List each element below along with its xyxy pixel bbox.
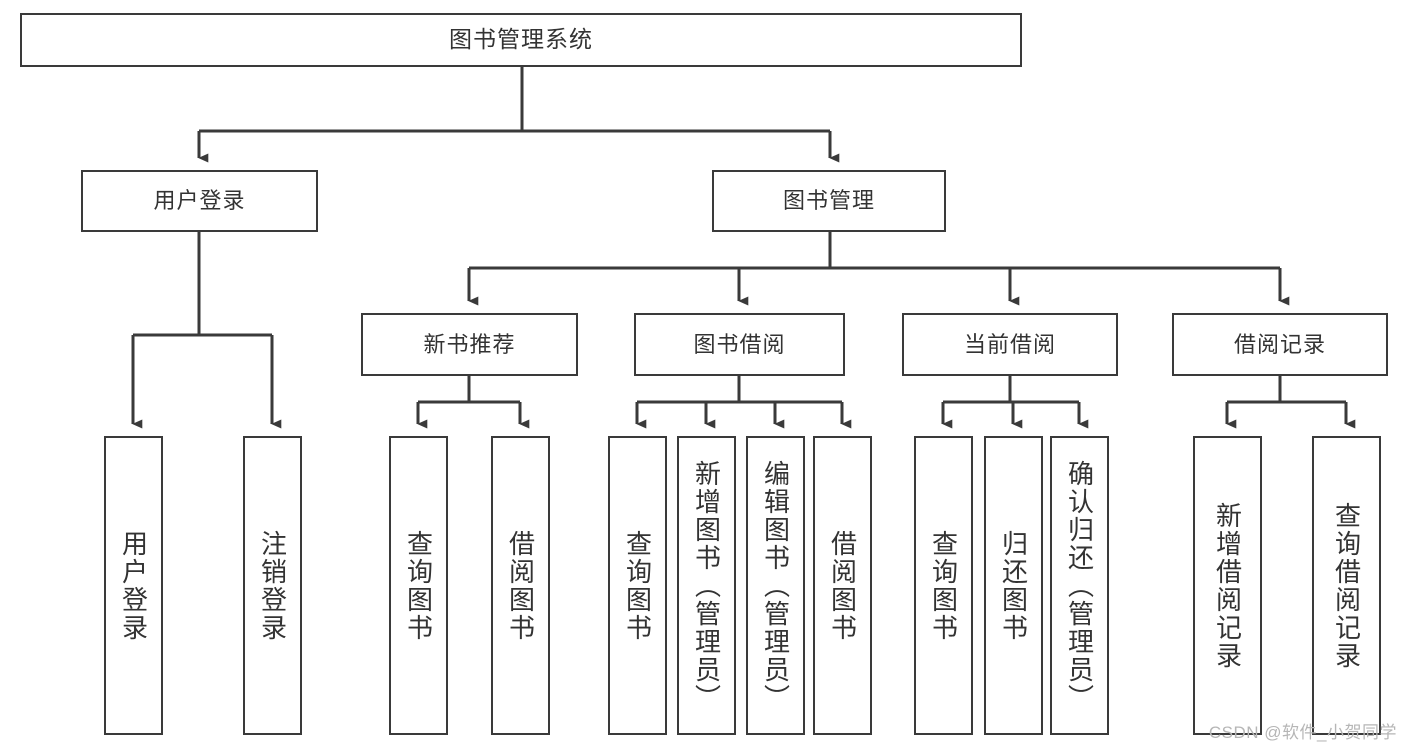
node-root-book-management-system[interactable]: 图书管理系统 [20,13,1022,67]
node-leaf-user-login[interactable]: 用户登录 [104,436,163,735]
node-borrow-record[interactable]: 借阅记录 [1172,313,1388,376]
node-label: 新增借阅记录 [1212,501,1243,670]
node-label: 查询图书 [403,529,434,642]
node-leaf-query-record[interactable]: 查询借阅记录 [1312,436,1381,735]
node-label: 查询图书 [622,529,653,642]
node-book-borrow[interactable]: 图书借阅 [634,313,845,376]
node-label: 归还图书 [998,529,1029,642]
node-new-book-recommend[interactable]: 新书推荐 [361,313,578,376]
node-label: 当前借阅 [963,331,1056,357]
node-label: 注销登录 [257,529,288,642]
node-label: 编辑图书（管理员） [760,459,791,712]
node-label: 图书管理系统 [449,26,593,53]
node-leaf-borrow-book-1[interactable]: 借阅图书 [491,436,550,735]
node-leaf-confirm-return[interactable]: 确认归还（管理员） [1050,436,1109,735]
node-leaf-query-book-2[interactable]: 查询图书 [608,436,667,735]
node-leaf-add-record[interactable]: 新增借阅记录 [1193,436,1262,735]
node-label: 用户登录 [118,529,149,642]
node-leaf-edit-book[interactable]: 编辑图书（管理员） [746,436,805,735]
node-book-manage[interactable]: 图书管理 [712,170,946,232]
node-leaf-borrow-book-2[interactable]: 借阅图书 [813,436,872,735]
node-label: 新书推荐 [423,331,516,357]
node-leaf-add-book[interactable]: 新增图书（管理员） [677,436,736,735]
node-label: 用户登录 [153,188,246,214]
node-leaf-query-book-3[interactable]: 查询图书 [914,436,973,735]
node-leaf-query-book-1[interactable]: 查询图书 [389,436,448,735]
node-label: 图书借阅 [693,331,786,357]
node-label: 新增图书（管理员） [691,459,722,712]
node-user-login[interactable]: 用户登录 [81,170,318,232]
node-label: 查询图书 [928,529,959,642]
node-label: 确认归还（管理员） [1064,459,1095,712]
node-leaf-logout-login[interactable]: 注销登录 [243,436,302,735]
node-label: 图书管理 [782,188,875,214]
node-label: 借阅图书 [505,529,536,642]
node-label: 借阅图书 [827,529,858,642]
node-current-borrow[interactable]: 当前借阅 [902,313,1118,376]
node-label: 查询借阅记录 [1331,501,1362,670]
node-leaf-return-book[interactable]: 归还图书 [984,436,1043,735]
node-label: 借阅记录 [1233,331,1326,357]
